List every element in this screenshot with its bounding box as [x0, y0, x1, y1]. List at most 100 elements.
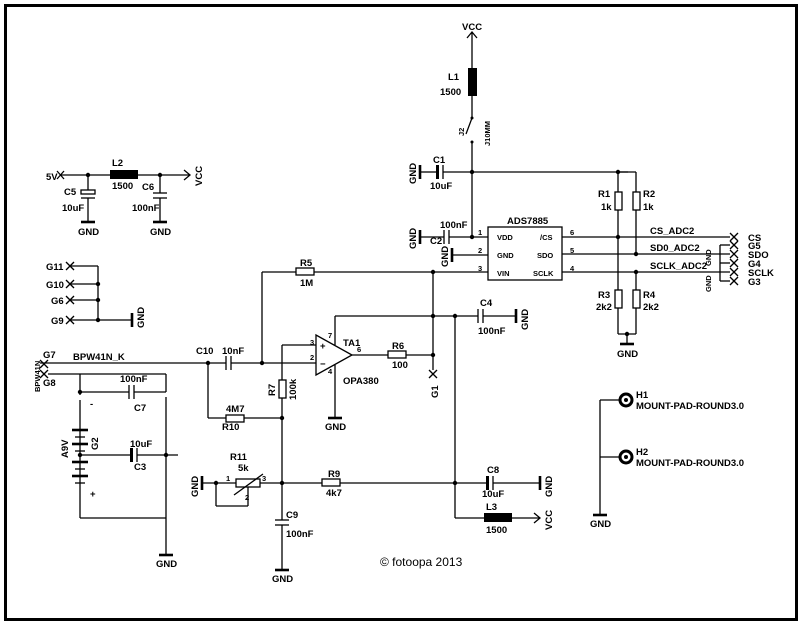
- resistor-r5: R5 1M: [261, 258, 488, 363]
- svg-text:R4: R4: [643, 290, 656, 301]
- svg-text:TA1: TA1: [343, 338, 361, 349]
- svg-text:2: 2: [245, 493, 249, 502]
- adc-digital-lines: CS_ADC2 SD0_ADC2 SCLK_ADC2 GND GND: [562, 226, 730, 292]
- svg-text:VDD: VDD: [497, 233, 513, 242]
- svg-text:VIN: VIN: [497, 269, 510, 278]
- svg-text:L2: L2: [112, 158, 123, 169]
- svg-text:R9: R9: [328, 469, 340, 480]
- svg-text:R7: R7: [267, 384, 278, 396]
- svg-text:OPA380: OPA380: [343, 376, 379, 387]
- svg-text:VCC: VCC: [462, 22, 482, 33]
- capacitor-c1: C1 10uF: [420, 155, 628, 192]
- svg-text:4M7: 4M7: [226, 404, 244, 415]
- svg-text:MOUNT-PAD-ROUND3.0: MOUNT-PAD-ROUND3.0: [636, 401, 744, 412]
- capacitor-c2: GND C2 100nF: [408, 220, 488, 249]
- svg-text:1: 1: [226, 474, 230, 483]
- connector-x-marks: [729, 232, 739, 286]
- svg-text:+: +: [90, 489, 96, 500]
- svg-text:−: −: [320, 359, 326, 370]
- svg-text:100nF: 100nF: [440, 220, 468, 231]
- svg-text:2k2: 2k2: [596, 302, 612, 313]
- svg-text:GND: GND: [440, 246, 451, 267]
- svg-text:GND: GND: [78, 227, 99, 238]
- inductor-l3: L3 1500 VCC: [455, 502, 555, 536]
- ground-label-g11: G11: [46, 262, 64, 273]
- svg-text:C6: C6: [142, 182, 154, 193]
- svg-text:100nF: 100nF: [286, 529, 314, 540]
- svg-text:C9: C9: [286, 510, 298, 521]
- svg-text:C4: C4: [480, 298, 493, 309]
- resistor-r6: R6 100: [387, 341, 436, 371]
- resistor-r9: R9 4k7: [282, 469, 486, 499]
- svg-text:L3: L3: [486, 502, 497, 513]
- svg-text:GND: GND: [408, 228, 419, 249]
- capacitor-c5: C5 10uF GND: [62, 175, 99, 238]
- svg-text:C2: C2: [430, 236, 442, 247]
- svg-text:SCLK_ADC2: SCLK_ADC2: [650, 261, 707, 272]
- svg-text:C7: C7: [134, 403, 146, 414]
- svg-text:100nF: 100nF: [478, 326, 506, 337]
- svg-text:BPW41N: BPW41N: [33, 361, 42, 392]
- svg-text:C8: C8: [487, 465, 499, 476]
- svg-text:5V: 5V: [46, 172, 58, 183]
- trimmer-r11: GND R11 5k 1 2 3: [190, 452, 282, 507]
- svg-text:SCLK: SCLK: [533, 269, 554, 278]
- svg-text:3: 3: [478, 264, 482, 273]
- svg-text:C3: C3: [134, 462, 146, 473]
- svg-text:SDO: SDO: [537, 251, 553, 260]
- svg-text:GND: GND: [408, 163, 419, 184]
- capacitor-c10: C10 10nF: [196, 346, 316, 370]
- ground-label-g10: G10: [46, 280, 64, 291]
- svg-text:GND: GND: [617, 349, 638, 360]
- connector-label-g3: G3: [748, 277, 761, 288]
- battery-section: 100nF C7 10uF C3 GND: [48, 373, 178, 570]
- svg-text:3: 3: [262, 474, 266, 483]
- svg-text:2k2: 2k2: [643, 302, 659, 313]
- svg-text:10uF: 10uF: [130, 439, 152, 450]
- svg-text:G2: G2: [90, 437, 101, 450]
- svg-text:/CS: /CS: [540, 233, 553, 242]
- svg-text:GND: GND: [544, 476, 555, 497]
- battery-a9v: A9V G2 - +: [60, 399, 101, 500]
- svg-text:MOUNT-PAD-ROUND3.0: MOUNT-PAD-ROUND3.0: [636, 458, 744, 469]
- connector-label-sclk: SCLK: [748, 268, 774, 279]
- svg-text:GND: GND: [150, 227, 171, 238]
- ground-label-g9: G9: [51, 316, 64, 327]
- svg-text:SD0_ADC2: SD0_ADC2: [650, 243, 700, 254]
- inductor-l2: L2 1500 VCC: [110, 158, 205, 192]
- svg-text:1k: 1k: [643, 202, 654, 213]
- svg-text:G1: G1: [430, 385, 441, 398]
- pad-h2-icon: [618, 449, 634, 465]
- svg-text:10uF: 10uF: [62, 203, 84, 214]
- svg-text:H1: H1: [636, 390, 649, 401]
- svg-text:ADS7885: ADS7885: [507, 216, 549, 227]
- svg-text:GND: GND: [704, 275, 713, 292]
- svg-text:1M: 1M: [300, 278, 313, 289]
- svg-text:4: 4: [328, 367, 333, 376]
- connector-pins: CS G5 SDO G4 SCLK G3: [729, 232, 774, 288]
- svg-text:G8: G8: [43, 378, 56, 389]
- svg-text:GND: GND: [136, 307, 147, 328]
- svg-text:2: 2: [478, 246, 482, 255]
- svg-text:1k: 1k: [601, 202, 612, 213]
- svg-text:1500: 1500: [112, 181, 133, 192]
- svg-text:10uF: 10uF: [482, 489, 504, 500]
- svg-text:R2: R2: [643, 189, 655, 200]
- vcc-rail-c4: GND C4 100nF: [335, 272, 531, 518]
- copyright-text: © fotoopa 2013: [380, 555, 463, 569]
- svg-text:1: 1: [478, 228, 482, 237]
- capacitor-c8: GND C8 10uF: [482, 465, 555, 500]
- svg-text:5k: 5k: [238, 463, 249, 474]
- svg-text:R5: R5: [300, 258, 313, 269]
- resistor-r1: R1 1k: [598, 172, 623, 240]
- svg-text:VCC: VCC: [194, 166, 205, 186]
- svg-text:A9V: A9V: [60, 439, 71, 458]
- jumper-j2: J2 J10MM: [457, 116, 492, 222]
- svg-text:R11: R11: [230, 452, 248, 463]
- svg-text:+: +: [320, 341, 326, 352]
- svg-text:10nF: 10nF: [222, 346, 244, 357]
- svg-text:GND: GND: [590, 519, 611, 530]
- svg-text:GND: GND: [190, 476, 201, 497]
